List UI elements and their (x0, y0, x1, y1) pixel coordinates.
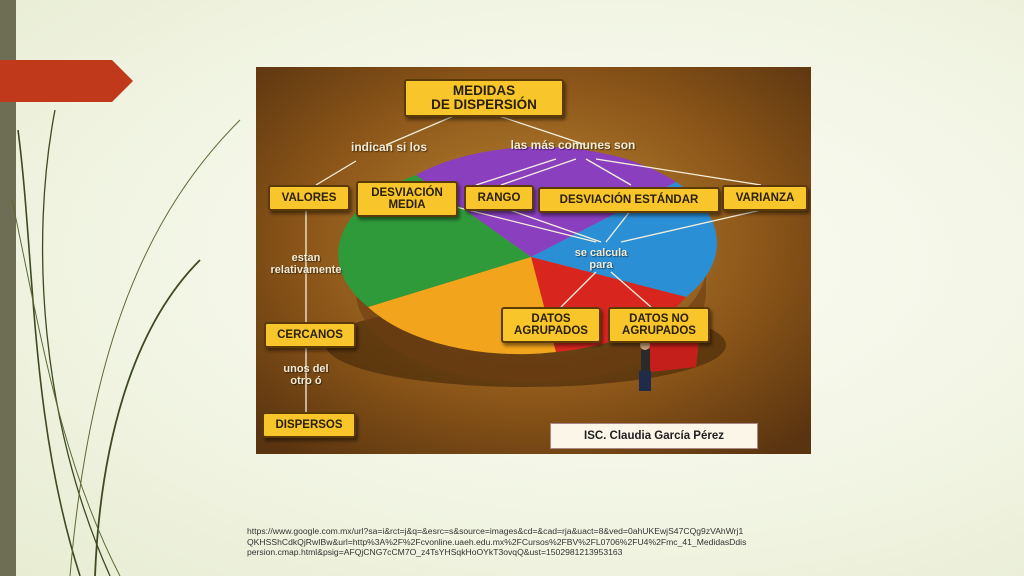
desviacion-media-box: DESVIACIÓN MEDIA (356, 181, 458, 217)
datos-no-agrupados-box: DATOS NO AGRUPADOS (608, 307, 710, 343)
link-estan: estan relativamente (270, 252, 342, 277)
link-calcula: se calcula para (574, 247, 628, 272)
decorative-vines (11, 109, 241, 576)
dispersos-box: DISPERSOS (262, 412, 356, 438)
desviacion-estandar-box: DESVIACIÓN ESTÁNDAR (538, 187, 720, 213)
valores-box: VALORES (268, 185, 350, 211)
concept-map-image: MEDIDAS DE DISPERSIÓN indican si los las… (256, 67, 811, 454)
link-unos: unos del otro ó (283, 363, 329, 388)
link-comunes: las más comunes son (510, 138, 636, 152)
title-box: MEDIDAS DE DISPERSIÓN (404, 79, 564, 117)
red-arrow-shape (0, 60, 133, 102)
source-url-text[interactable]: https://www.google.com.mx/url?sa=i&rct=j… (247, 526, 747, 558)
rango-box: RANGO (464, 185, 534, 211)
author-credit: ISC. Claudia García Pérez (550, 423, 758, 449)
datos-agrupados-box: DATOS AGRUPADOS (501, 307, 601, 343)
left-accent-bar (0, 0, 16, 576)
varianza-box: VARIANZA (722, 185, 808, 211)
link-indican: indican si los (350, 140, 428, 154)
cercanos-box: CERCANOS (264, 322, 356, 348)
